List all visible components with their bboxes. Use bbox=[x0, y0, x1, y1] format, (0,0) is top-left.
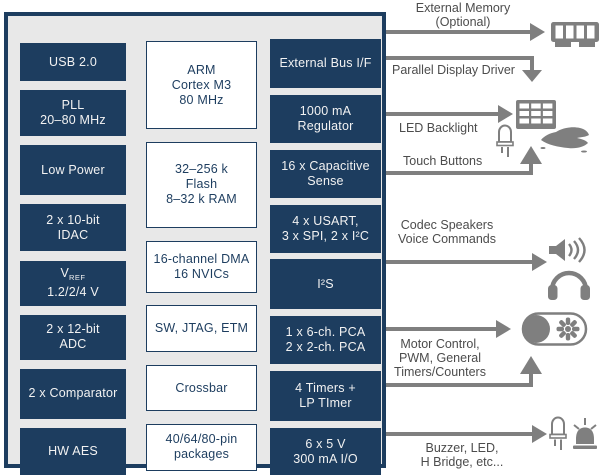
soc-column-analog: USB 2.0 PLL 20–80 MHz Low Power 2 x 10-b… bbox=[20, 43, 126, 475]
motor-fan-icon bbox=[521, 312, 588, 346]
touch-buttons-arrowhead bbox=[520, 146, 542, 164]
external-memory-arrowhead bbox=[530, 23, 545, 41]
codec-arrowhead bbox=[532, 253, 547, 271]
external-memory-arrow-line bbox=[386, 30, 530, 34]
block-regulator: 1000 mA Regulator bbox=[270, 94, 381, 143]
led-icon bbox=[496, 124, 514, 157]
block-idac: 2 x 10-bit IDAC bbox=[20, 204, 126, 252]
block-memory: 32–256 k Flash 8–32 k RAM bbox=[146, 141, 257, 228]
block-hw-aes: HW AES bbox=[20, 427, 126, 475]
motor-arrow-line bbox=[386, 327, 496, 331]
motor-arrow-line-2 bbox=[386, 383, 533, 387]
block-comparator: 2 x Comparator bbox=[20, 368, 126, 419]
touch-buttons-arrow-line bbox=[386, 171, 533, 175]
codec-arrow-line bbox=[386, 260, 532, 264]
block-dma: 16-channel DMA 16 NVICs bbox=[146, 240, 257, 293]
siren-icon bbox=[573, 418, 597, 449]
block-crossbar: Crossbar bbox=[146, 365, 257, 412]
led-backlight-label: LED Backlight bbox=[399, 121, 478, 135]
motor-arrow-elbow bbox=[529, 374, 533, 383]
block-vref: VREF 1.2/2/4 V bbox=[20, 260, 126, 306]
motor-arrowhead-up bbox=[520, 356, 542, 374]
touch-buttons-arrow-elbow bbox=[529, 163, 533, 171]
hand-touch-icon bbox=[540, 127, 589, 153]
parallel-display-arrow-line bbox=[386, 56, 534, 60]
block-i2s: I²S bbox=[270, 259, 381, 310]
soc-column-core: ARM Cortex M3 80 MHz 32–256 k Flash 8–32… bbox=[146, 41, 257, 471]
block-packages: 40/64/80-pin packages bbox=[146, 423, 257, 471]
block-usart-spi-i2c: 4 x USART, 3 x SPI, 2 x I²C bbox=[270, 204, 381, 253]
buzzer-arrow-line bbox=[386, 432, 532, 436]
block-pll: PLL 20–80 MHz bbox=[20, 90, 126, 137]
block-arm-core: ARM Cortex M3 80 MHz bbox=[146, 41, 257, 129]
block-adc: 2 x 12-bit ADC bbox=[20, 314, 126, 360]
motor-label: Motor Control, PWM, General Timers/Count… bbox=[394, 337, 486, 379]
block-pca: 1 x 6-ch. PCA 2 x 2-ch. PCA bbox=[270, 316, 381, 365]
led-icon bbox=[549, 416, 567, 450]
external-memory-label: External Memory (Optional) bbox=[415, 1, 511, 29]
motor-arrowhead bbox=[496, 320, 511, 338]
codec-label: Codec Speakers Voice Commands bbox=[398, 218, 496, 246]
memory-module-icon bbox=[551, 22, 599, 47]
headphones-icon bbox=[548, 270, 590, 300]
buzzer-label: Buzzer, LED, H Bridge, etc... bbox=[420, 441, 504, 469]
block-debug: SW, JTAG, ETM bbox=[146, 305, 257, 353]
parallel-display-label: Parallel Display Driver bbox=[392, 63, 515, 77]
led-backlight-arrow-line bbox=[386, 112, 498, 116]
block-cap-sense: 16 x Capacitive Sense bbox=[270, 149, 381, 198]
speaker-icon bbox=[549, 237, 586, 263]
led-backlight-arrowhead bbox=[498, 105, 513, 123]
block-low-power: Low Power bbox=[20, 145, 126, 196]
soc-column-peripherals: External Bus I/F 1000 mA Regulator 16 x … bbox=[270, 39, 381, 475]
block-io: 6 x 5 V 300 mA I/O bbox=[270, 427, 381, 475]
soc-panel: USB 2.0 PLL 20–80 MHz Low Power 2 x 10-b… bbox=[4, 12, 386, 475]
display-grid-icon bbox=[516, 100, 556, 129]
touch-buttons-label: Touch Buttons bbox=[403, 154, 483, 168]
block-timers: 4 Timers + LP TImer bbox=[270, 371, 381, 422]
vref-label: VREF 1.2/2/4 V bbox=[47, 266, 99, 300]
parallel-display-arrow-elbow bbox=[530, 56, 534, 70]
parallel-display-arrowhead bbox=[522, 70, 542, 82]
block-ext-bus: External Bus I/F bbox=[270, 39, 381, 88]
buzzer-arrowhead bbox=[532, 425, 547, 443]
block-usb: USB 2.0 bbox=[20, 43, 126, 81]
